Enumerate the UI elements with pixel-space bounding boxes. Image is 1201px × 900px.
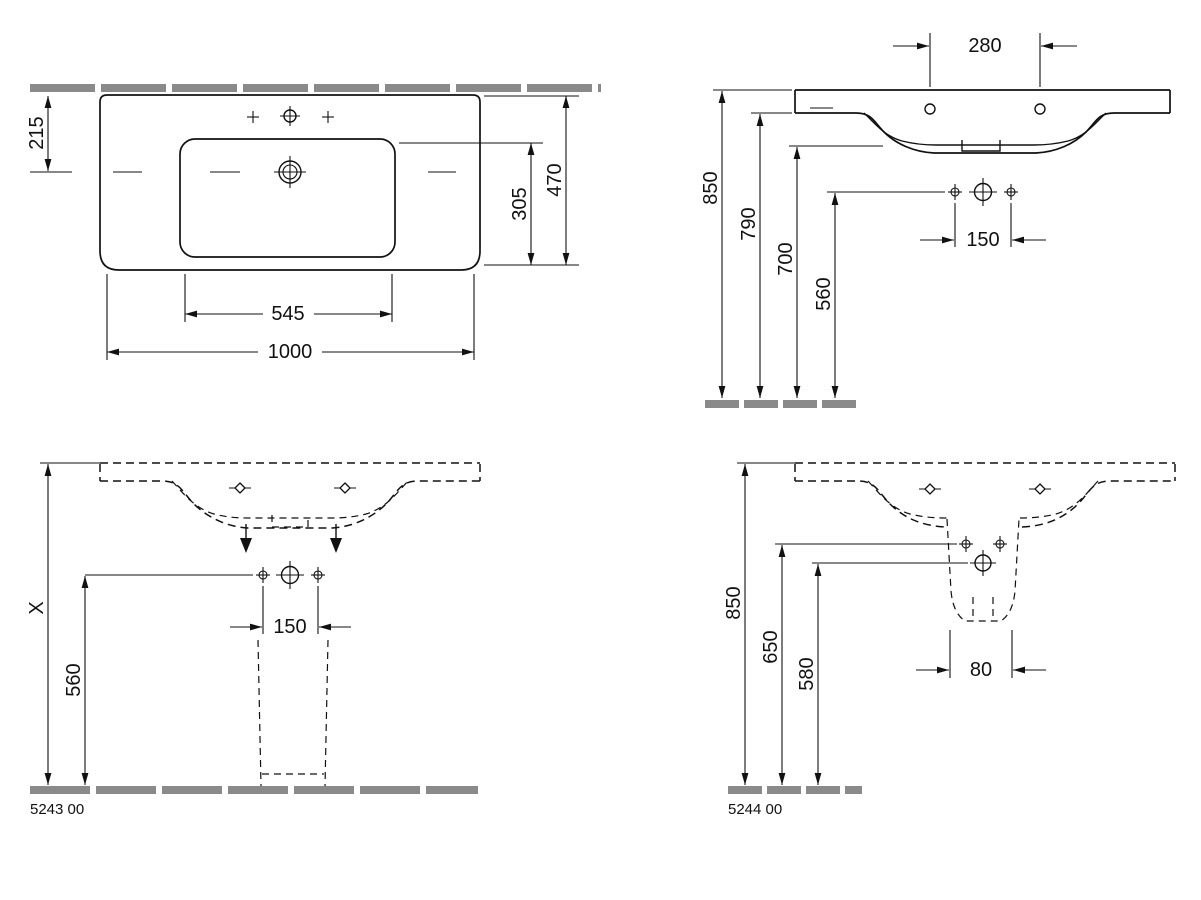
dim-150-front: 150 xyxy=(920,203,1046,251)
plan-view: 215 305 470 545 1000 xyxy=(26,84,601,363)
dim-280: 280 xyxy=(893,33,1077,87)
dim-label-545: 545 xyxy=(271,303,304,325)
tap-hole-option-marks xyxy=(247,106,334,126)
overflow-notch xyxy=(961,140,1001,152)
product-code: 5244 00 xyxy=(728,801,782,818)
dim-label-560: 560 xyxy=(63,663,85,696)
pedestal-right xyxy=(324,639,329,787)
dim-label-790: 790 xyxy=(738,207,760,240)
dim-650-semi: 650 xyxy=(760,545,786,785)
dim-label-650: 650 xyxy=(760,630,782,663)
basin-outline xyxy=(99,94,481,271)
dim-850-front: 850 xyxy=(700,89,792,398)
basin-underside-right xyxy=(1021,480,1175,528)
bowl-contour xyxy=(171,480,409,519)
mounting-holes xyxy=(948,178,1018,206)
dim-label-150: 150 xyxy=(273,616,306,638)
front-view-semipedestal: 850 650 580 80 5244 00 xyxy=(723,462,1176,818)
mounting-holes xyxy=(775,536,1007,576)
dim-label-150: 150 xyxy=(966,229,999,251)
front-view-wall-hung: 280 150 xyxy=(700,33,1171,408)
dim-label-X: X xyxy=(26,601,48,614)
dim-80: 80 xyxy=(916,630,1046,681)
dim-545: 545 xyxy=(184,274,393,325)
dim-label-280: 280 xyxy=(968,35,1001,57)
dim-label-1000: 1000 xyxy=(268,341,313,363)
dim-850-semi: 850 xyxy=(723,464,749,785)
dim-700-front: 700 xyxy=(775,145,883,398)
dim-label-80: 80 xyxy=(970,659,992,681)
tap-hole-icon xyxy=(274,156,306,188)
basin-underside xyxy=(100,480,480,529)
dim-215: 215 xyxy=(26,96,72,173)
basin-ghost-outline xyxy=(99,462,481,529)
dim-label-470: 470 xyxy=(544,163,566,196)
dim-150-pedestal: 150 xyxy=(230,586,351,638)
front-view-pedestal: 150 X 560 5243 00 xyxy=(26,462,481,818)
dim-label-850: 850 xyxy=(700,171,722,204)
drill-hole-icon xyxy=(924,483,936,495)
dim-X: X xyxy=(26,464,52,785)
bowl-contour xyxy=(863,112,1107,146)
bowl-contour-left xyxy=(867,480,949,519)
dim-label-560: 560 xyxy=(813,277,835,310)
bowl-contour-right xyxy=(1019,480,1099,519)
drill-hole-icon xyxy=(339,482,351,494)
basin-underside xyxy=(795,112,1170,154)
dim-label-700: 700 xyxy=(775,242,797,275)
dim-560-front: 560 xyxy=(813,191,945,398)
basin-underside-left xyxy=(795,480,947,528)
mounting-holes xyxy=(85,561,325,589)
drill-hole-icon xyxy=(1034,103,1046,115)
drill-hole-icon xyxy=(924,103,936,115)
dim-790-front: 790 xyxy=(738,112,792,398)
semipedestal-outline xyxy=(946,518,1020,622)
product-code: 5243 00 xyxy=(30,801,84,818)
basin-front-profile xyxy=(794,89,1171,154)
dim-label-215: 215 xyxy=(26,116,48,149)
drill-hole-icon xyxy=(234,482,246,494)
dim-label-580: 580 xyxy=(796,657,818,690)
dim-560-pedestal: 560 xyxy=(63,576,89,785)
overflow-notch xyxy=(271,515,309,528)
semipedestal-ghost xyxy=(946,518,1020,622)
basin-ghost-outline xyxy=(794,462,1176,528)
dim-305: 305 xyxy=(399,142,543,265)
down-arrow-icon xyxy=(330,538,342,553)
fixing-direction-arrows xyxy=(240,524,342,553)
dim-label-850: 850 xyxy=(723,586,745,619)
basin-inner-bowl xyxy=(179,138,396,258)
dim-1000: 1000 xyxy=(106,274,475,363)
dim-580-semi: 580 xyxy=(796,564,822,785)
pedestal-left xyxy=(257,639,262,787)
dim-label-305: 305 xyxy=(509,187,531,220)
down-arrow-icon xyxy=(240,538,252,553)
pedestal-ghost xyxy=(257,639,329,787)
dim-470: 470 xyxy=(484,95,579,266)
drill-hole-icon xyxy=(1034,483,1046,495)
